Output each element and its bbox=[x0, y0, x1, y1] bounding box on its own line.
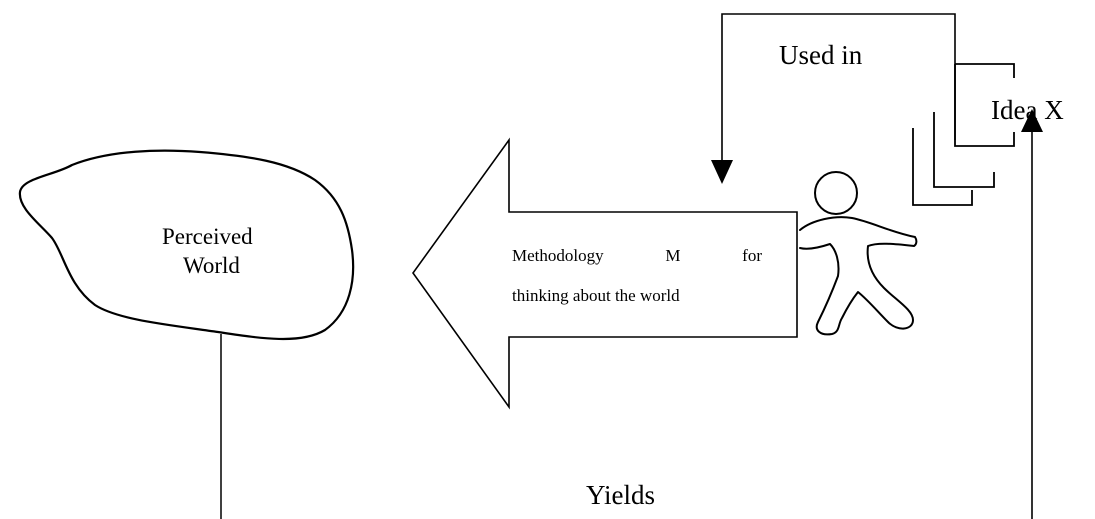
person-body bbox=[799, 216, 918, 336]
methodology-label-line1: Methodology M for bbox=[512, 246, 762, 266]
used-in-label: Used in bbox=[779, 40, 863, 70]
methodology-word: for bbox=[742, 246, 762, 265]
idea-page-front bbox=[954, 63, 1015, 147]
idea-page-middle bbox=[933, 112, 995, 188]
idea-x-label: Idea X bbox=[991, 95, 1064, 125]
yields-arrowhead bbox=[1021, 109, 1043, 132]
yields-label: Yields bbox=[586, 480, 656, 510]
person-figure bbox=[799, 171, 918, 336]
perceived-world-label-line2: World bbox=[183, 253, 240, 278]
methodology-word: Methodology bbox=[512, 246, 604, 265]
methodology-label-line2: thinking about the world bbox=[512, 286, 680, 305]
perceived-world-cloud bbox=[18, 149, 355, 341]
person-head bbox=[814, 171, 858, 215]
methodology-word: M bbox=[665, 246, 681, 265]
used-in-connector bbox=[721, 13, 956, 160]
methodology-arrow bbox=[412, 137, 798, 410]
perceived-world-label-line1: Perceived bbox=[162, 224, 253, 249]
used-in-arrowhead bbox=[711, 160, 733, 184]
idea-page-back bbox=[912, 128, 973, 206]
